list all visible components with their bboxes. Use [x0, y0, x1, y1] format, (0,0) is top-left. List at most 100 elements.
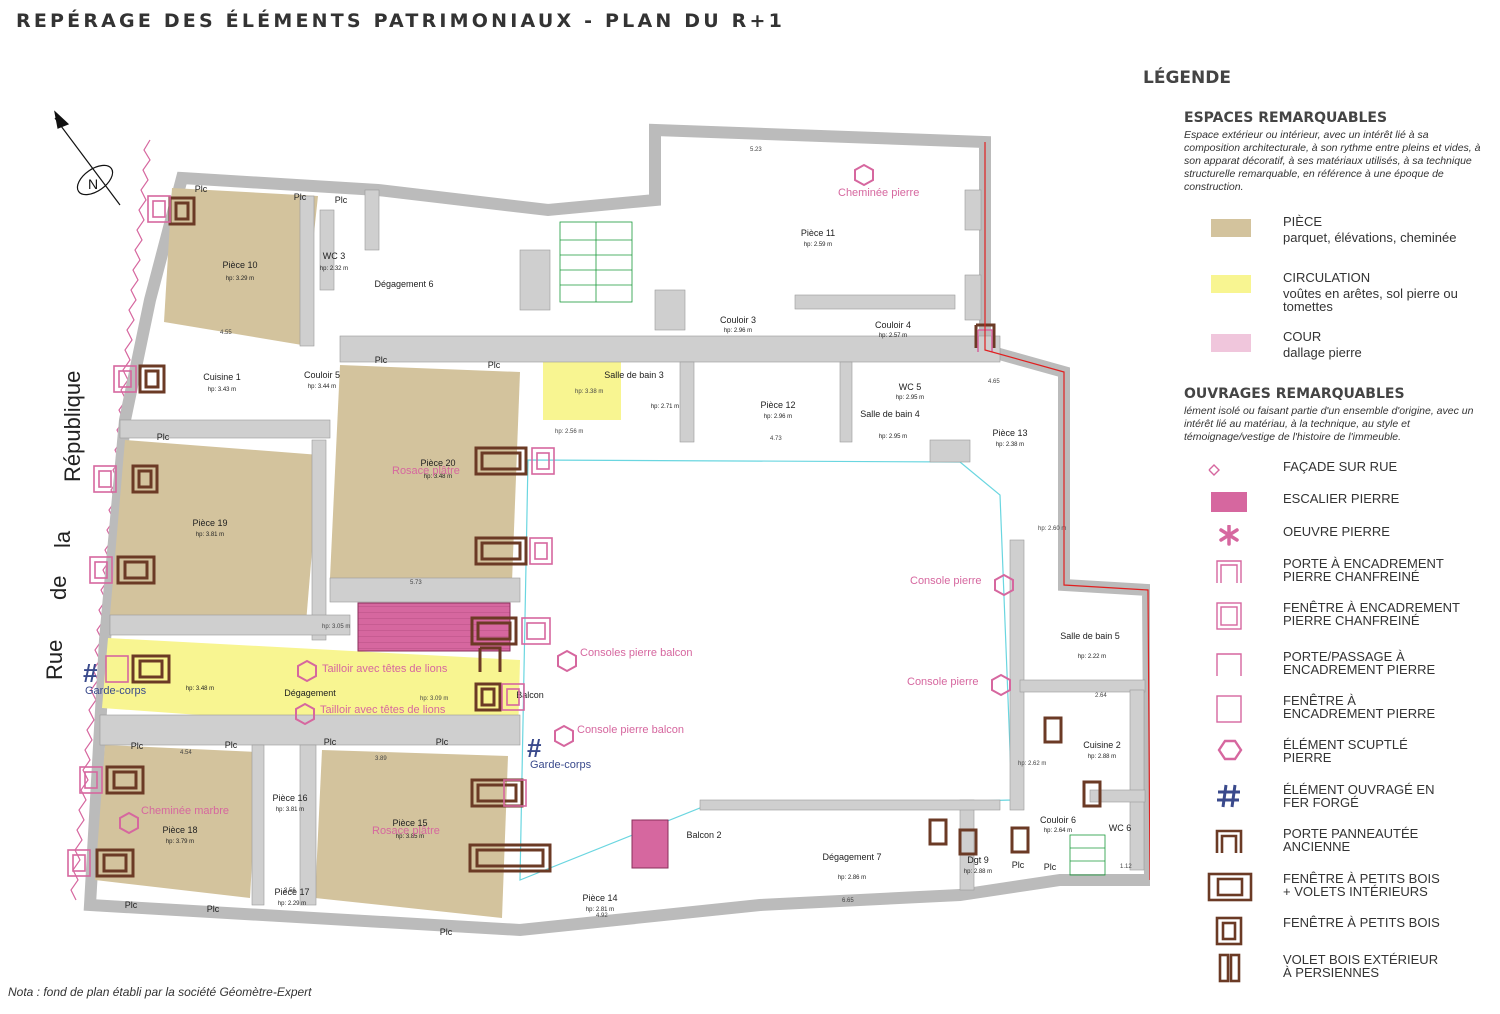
room-hp: hp: 2.96 m — [764, 414, 792, 420]
svg-text:3.89: 3.89 — [375, 756, 387, 762]
floor-plan: Rue de la République N Pièce 10 hp: 3.29… — [42, 110, 1150, 937]
plc-label: Plc — [225, 740, 238, 750]
annotations: Cheminée pierre Rosace plâtre Tailloir a… — [85, 187, 982, 837]
plc-label: Plc — [335, 195, 348, 205]
legend-item-facade: FAÇADE SUR RUE — [1205, 460, 1495, 500]
svg-text:5.23: 5.23 — [750, 147, 762, 153]
svg-text:4.73: 4.73 — [770, 436, 782, 442]
chamfered-door-icon — [1216, 560, 1242, 583]
room-label: Pièce 13 — [992, 428, 1027, 438]
legend-item-piece: PIÈCE parquet, élévations, cheminée — [1205, 215, 1495, 255]
plc-label: Plc — [440, 927, 453, 937]
plc-label: Plc — [1044, 862, 1057, 872]
svg-text:hp: 2.60 m: hp: 2.60 m — [1038, 526, 1066, 532]
hexagon-icon — [1217, 739, 1243, 761]
svg-text:2.56: 2.56 — [284, 888, 296, 894]
svg-text:4.92: 4.92 — [596, 913, 608, 919]
room-label: Dégagement — [284, 688, 336, 698]
plc-label: Plc — [195, 184, 208, 194]
svg-text:#: # — [83, 658, 98, 688]
legend-label: FENÊTRE À PETITS BOIS — [1283, 915, 1440, 930]
legend-espaces-desc: Espace extérieur ou intérieur, avec un i… — [1184, 129, 1481, 193]
stone-stair-icon — [1211, 492, 1247, 512]
piece-swatch — [1211, 219, 1251, 237]
svg-text:#: # — [527, 733, 542, 763]
legend-label: PIÈCE — [1283, 214, 1323, 229]
room-hp: hp: 2.22 m — [1078, 654, 1106, 660]
legend-label: FENÊTRE À PETITS BOIS + VOLETS INTÉRIEUR… — [1283, 871, 1440, 899]
piece-zones — [95, 188, 520, 918]
room-label: Couloir 6 — [1040, 815, 1076, 825]
stone-window-icon — [1216, 695, 1242, 723]
plc-labels: Plc Plc Plc Plc Plc Plc Plc Plc Plc Plc … — [125, 184, 1057, 937]
svg-text:4.54: 4.54 — [180, 750, 192, 756]
room-hp: hp: 2.29 m — [278, 901, 306, 907]
legend-title: LÉGENDE — [1143, 68, 1231, 88]
north-arrow-icon: N — [54, 110, 121, 206]
hash-icon — [1217, 784, 1240, 808]
street-word-rue: Rue — [42, 640, 67, 680]
room-hp: hp: 2.81 m — [586, 907, 614, 913]
legend-label: PORTE PANNEAUTÉE ANCIENNE — [1283, 826, 1419, 854]
annotation-console-balcon-2: Console pierre balcon — [577, 724, 684, 736]
legend-item-sculpte: ÉLÉMENT SCUPTLÉ PIERRE — [1205, 738, 1495, 778]
room-hp: hp: 3.48 m — [424, 474, 452, 480]
room-label: Pièce 19 — [192, 518, 227, 528]
legend-label: VOLET BOIS EXTÉRIEUR À PERSIENNES — [1283, 952, 1439, 980]
asterisk-icon — [1219, 525, 1239, 546]
room-label: Cuisine 2 — [1083, 740, 1121, 750]
annotation-garde-corps-1: Garde-corps — [85, 685, 147, 697]
legend-espaces-title: ESPACES REMARQUABLES — [1184, 110, 1388, 126]
svg-text:N: N — [88, 176, 98, 192]
legend-sub: parquet, élévations, cheminée — [1283, 230, 1457, 245]
facade-icon — [1208, 464, 1220, 476]
service-stairs — [559, 221, 1106, 876]
legend-item-fenetre-chanfrein: FENÊTRE À ENCADREMENT PIERRE CHANFREINÉ — [1205, 601, 1495, 641]
street-word-la: la — [50, 530, 75, 548]
room-label: Pièce 20 — [420, 458, 455, 468]
room-labels: Pièce 10 hp: 3.29 m Cuisine 1 hp: 3.43 m… — [162, 228, 1131, 913]
legend-label: OEUVRE PIERRE — [1283, 524, 1390, 539]
legend-label: ÉLÉMENT SCUPTLÉ PIERRE — [1283, 737, 1408, 765]
room-label: Pièce 12 — [760, 400, 795, 410]
room-label: WC 6 — [1109, 823, 1132, 833]
svg-text:hp: 3.38 m: hp: 3.38 m — [575, 389, 603, 395]
annotation-rosace: Rosace plâtre — [392, 465, 460, 477]
legend-item-circulation: CIRCULATION voûtes en arêtes, sol pierre… — [1205, 270, 1495, 313]
annotation-cheminee-marbre: Cheminée marbre — [141, 805, 229, 817]
legend-item-porte-panneautee: PORTE PANNEAUTÉE ANCIENNE — [1205, 827, 1495, 867]
room-hp: hp: 3.81 m — [196, 532, 224, 538]
legend-item-volet-persiennes: VOLET BOIS EXTÉRIEUR À PERSIENNES — [1205, 953, 1495, 993]
room-hp: hp: 2.38 m — [996, 442, 1024, 448]
annotation-rosace-2: Rosace plâtre — [372, 825, 440, 837]
legend-item-porte-chanfrein: PORTE À ENCADREMENT PIERRE CHANFREINÉ — [1205, 557, 1495, 597]
room-hp: hp: 3.29 m — [226, 276, 254, 282]
room-label: Pièce 17 — [274, 887, 309, 897]
room-hp: hp: 2.57 m — [879, 333, 907, 339]
room-hp: hp: 2.32 m — [320, 266, 348, 272]
room-hp: hp: 3.44 m — [308, 384, 336, 390]
circulation-swatch — [1211, 275, 1251, 293]
legend-item-porte-pierre: PORTE/PASSAGE À ENCADREMENT PIERRE — [1205, 650, 1495, 690]
plc-label: Plc — [436, 737, 449, 747]
dimension-labels: 5.23 4.55 hp: 3.38 m hp: 2.56 m 5.73 hp:… — [180, 147, 1132, 919]
walls — [99, 189, 1146, 906]
room-hp: hp: 3.85 m — [396, 834, 424, 840]
plc-label: Plc — [375, 355, 388, 365]
plc-label: Plc — [1012, 860, 1025, 870]
annotation-tailloir-1: Tailloir avec têtes de lions — [322, 663, 448, 675]
legend-label: COUR — [1283, 329, 1322, 344]
room-hp: hp: 2.71 m — [651, 404, 679, 410]
room-label: Pièce 18 — [162, 825, 197, 835]
room-label: Couloir 4 — [875, 320, 911, 330]
svg-text:hp: 3.09 m: hp: 3.09 m — [420, 696, 448, 702]
legend-item-escalier: ESCALIER PIERRE — [1205, 492, 1495, 532]
legend-item-fenetre-petits-bois: FENÊTRE À PETITS BOIS — [1205, 916, 1495, 956]
legend-ouvrages-title: OUVRAGES REMARQUABLES — [1184, 386, 1405, 402]
street-word-republique: République — [60, 371, 85, 482]
room-label: Dégagement 6 — [374, 279, 433, 289]
room-label: Couloir 3 — [720, 315, 756, 325]
room-label: Pièce 10 — [222, 260, 257, 270]
chamfered-window-icon — [1216, 602, 1242, 630]
legend-label: CIRCULATION — [1283, 270, 1371, 285]
